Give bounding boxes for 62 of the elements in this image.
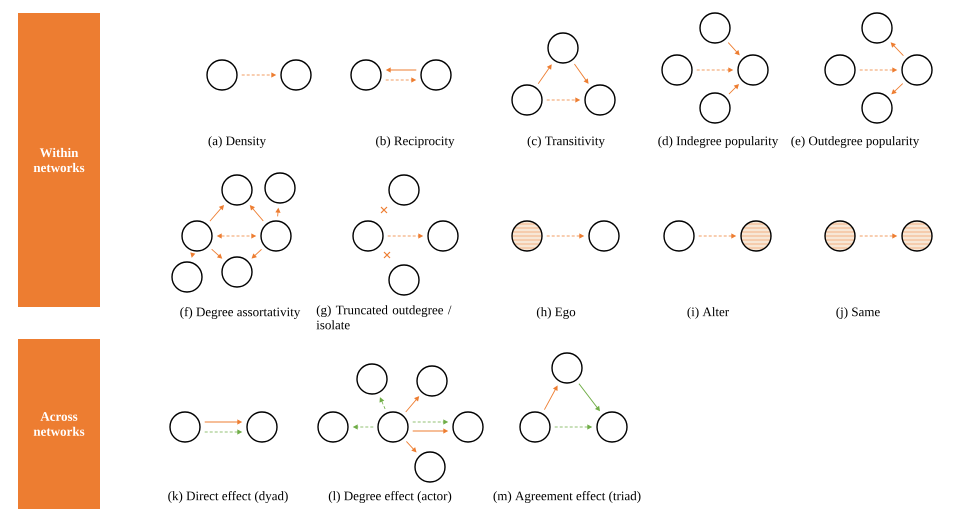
hatched-circle bbox=[511, 220, 543, 252]
caption: (a) Density bbox=[208, 136, 266, 148]
circle bbox=[416, 365, 448, 397]
circle bbox=[452, 411, 484, 443]
circle bbox=[519, 411, 551, 443]
circle bbox=[511, 84, 543, 116]
circle bbox=[427, 220, 459, 252]
circle bbox=[350, 59, 382, 91]
circle bbox=[861, 12, 893, 44]
circle bbox=[824, 54, 856, 86]
hatched-circle bbox=[901, 220, 933, 252]
caption: (j) Same bbox=[836, 307, 880, 319]
caption: (c) Transitivity bbox=[528, 136, 605, 148]
arrow bbox=[380, 397, 386, 410]
caption: (m) Agreement effect (triad) bbox=[494, 491, 640, 503]
circle bbox=[901, 54, 933, 86]
circle bbox=[260, 220, 292, 252]
caption: (d) Indegree popularity bbox=[658, 136, 778, 148]
arrow bbox=[405, 396, 420, 412]
circle bbox=[414, 451, 446, 483]
circle bbox=[264, 172, 296, 204]
circle bbox=[861, 92, 893, 124]
circle bbox=[246, 411, 278, 443]
hatched-circle bbox=[740, 220, 772, 252]
circle bbox=[388, 264, 420, 296]
circle bbox=[181, 220, 213, 252]
circle bbox=[596, 411, 628, 443]
circle bbox=[420, 59, 452, 91]
circle bbox=[221, 174, 253, 206]
circle bbox=[377, 411, 409, 443]
circle bbox=[547, 32, 579, 64]
caption: (h) Ego bbox=[536, 307, 576, 319]
circle bbox=[206, 59, 238, 91]
caption: (f) Degree assortativity bbox=[180, 307, 300, 319]
circle bbox=[699, 92, 731, 124]
caption: (i) Alter bbox=[687, 307, 730, 319]
circle bbox=[588, 220, 620, 252]
arrow bbox=[728, 42, 740, 56]
circle bbox=[280, 59, 312, 91]
caption: (g) Truncated outdegree / isolate bbox=[316, 305, 452, 330]
circle bbox=[663, 220, 695, 252]
circle bbox=[169, 411, 201, 443]
category-band: Within networks bbox=[18, 13, 100, 307]
circle bbox=[737, 54, 769, 86]
caption: (e) Outdegree popularity bbox=[791, 136, 920, 148]
caption: (b) Reciprocity bbox=[376, 136, 454, 148]
circle bbox=[661, 54, 693, 86]
category-band: Across networks bbox=[18, 339, 100, 509]
circle bbox=[221, 256, 253, 288]
circle bbox=[551, 352, 583, 384]
circle bbox=[584, 84, 616, 116]
circle bbox=[171, 261, 203, 293]
caption: (l) Degree effect (actor) bbox=[328, 491, 452, 503]
caption: (k) Direct effect (dyad) bbox=[168, 491, 288, 503]
circle bbox=[352, 220, 384, 252]
circle bbox=[356, 363, 388, 395]
circle bbox=[388, 174, 420, 206]
arrow bbox=[211, 248, 222, 259]
hatched-circle bbox=[824, 220, 856, 252]
circle bbox=[317, 411, 349, 443]
arrow bbox=[250, 205, 264, 222]
circle bbox=[699, 12, 731, 44]
